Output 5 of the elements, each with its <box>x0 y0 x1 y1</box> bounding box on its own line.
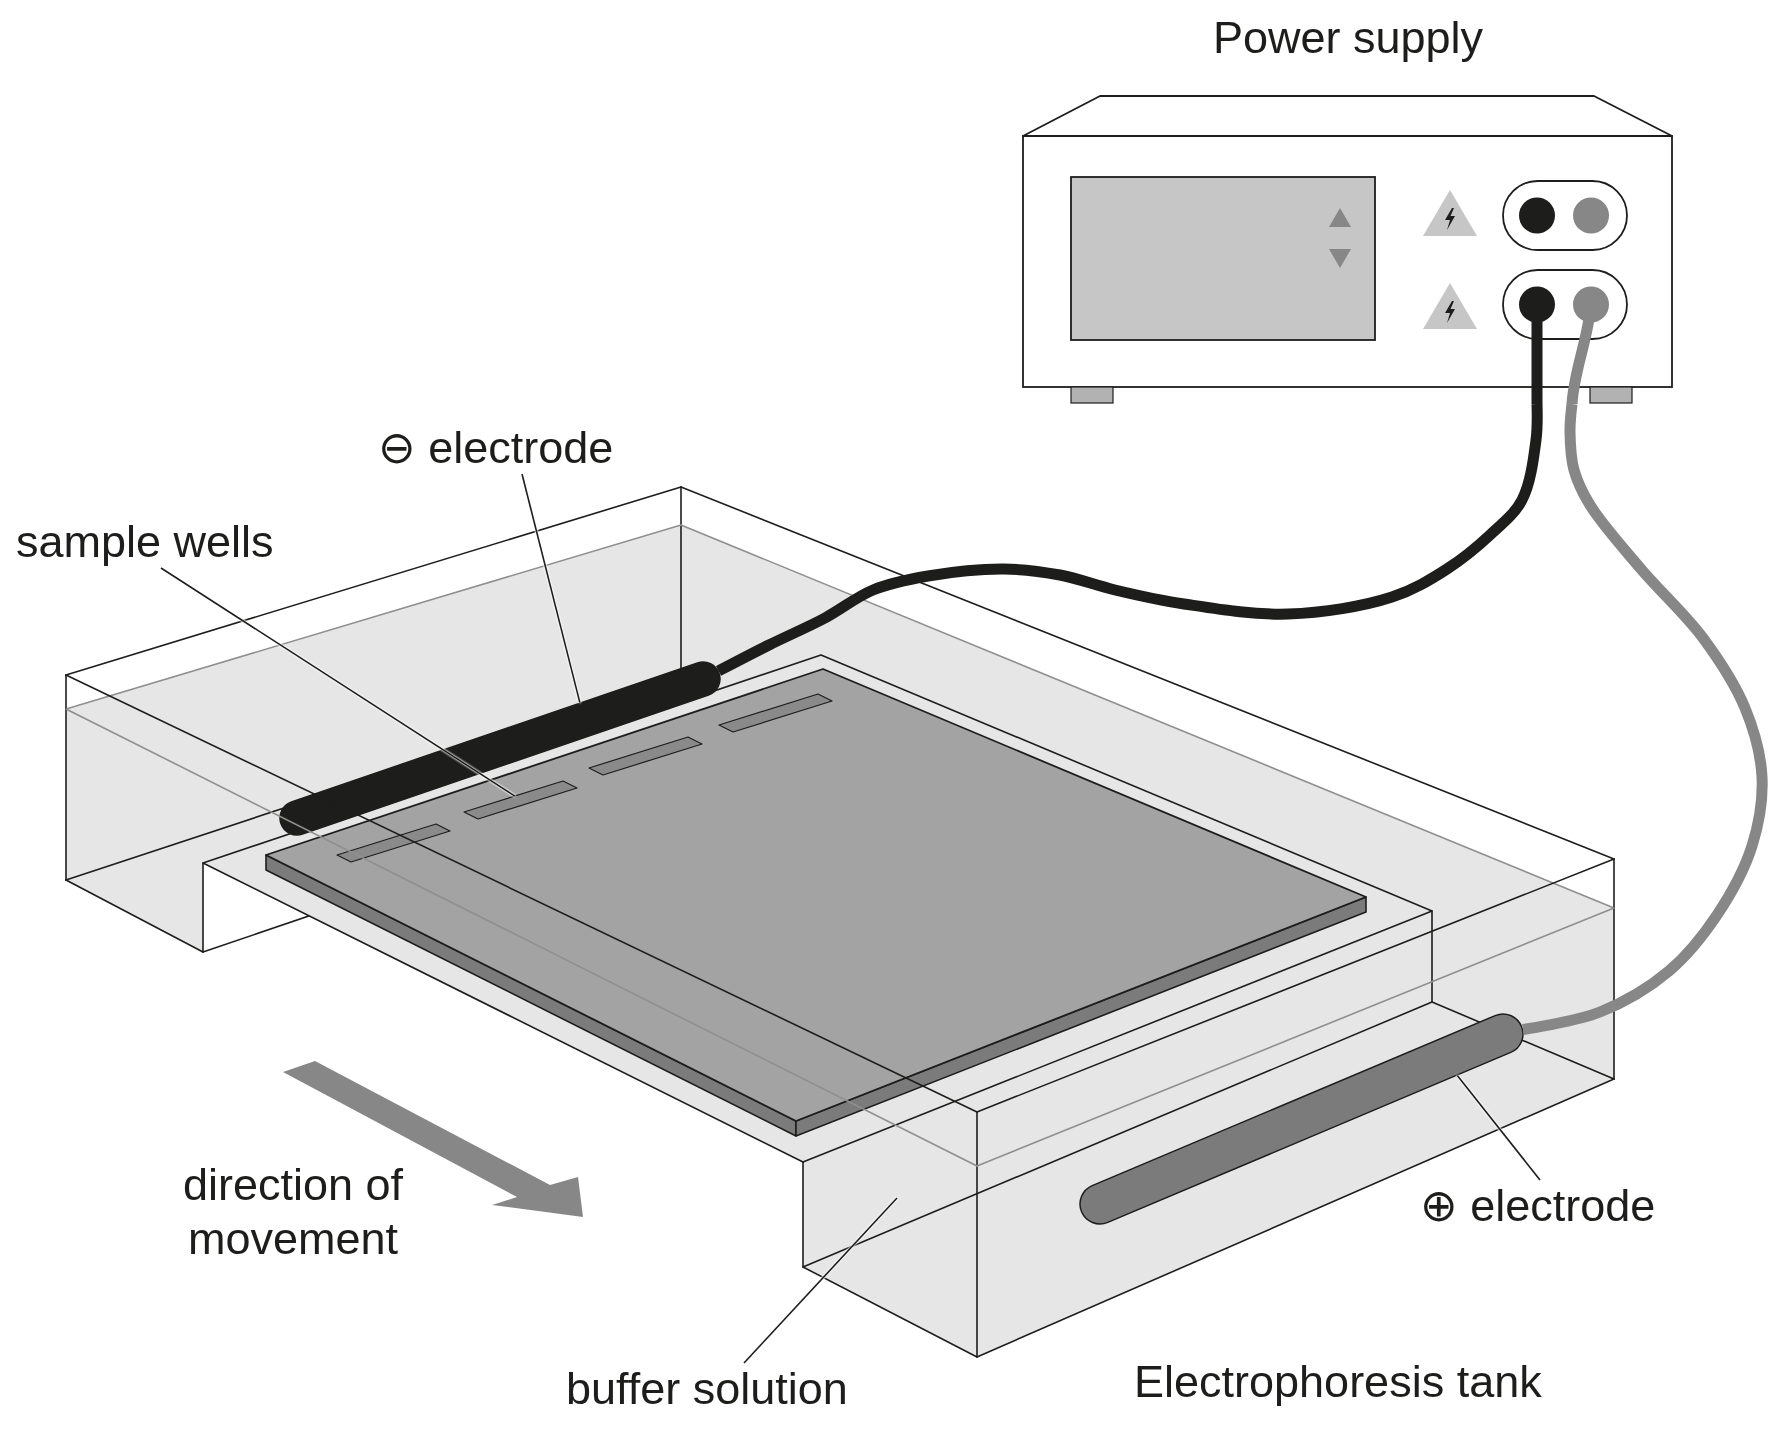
callout-text: buffer solution <box>566 1363 848 1415</box>
annotation-text: direction of movement <box>181 1158 405 1266</box>
caption-text: Electrophoresis tank <box>1134 1356 1542 1408</box>
device-label: Power supply <box>1212 12 1484 64</box>
callout-text: ⊖ electrode <box>378 422 614 474</box>
